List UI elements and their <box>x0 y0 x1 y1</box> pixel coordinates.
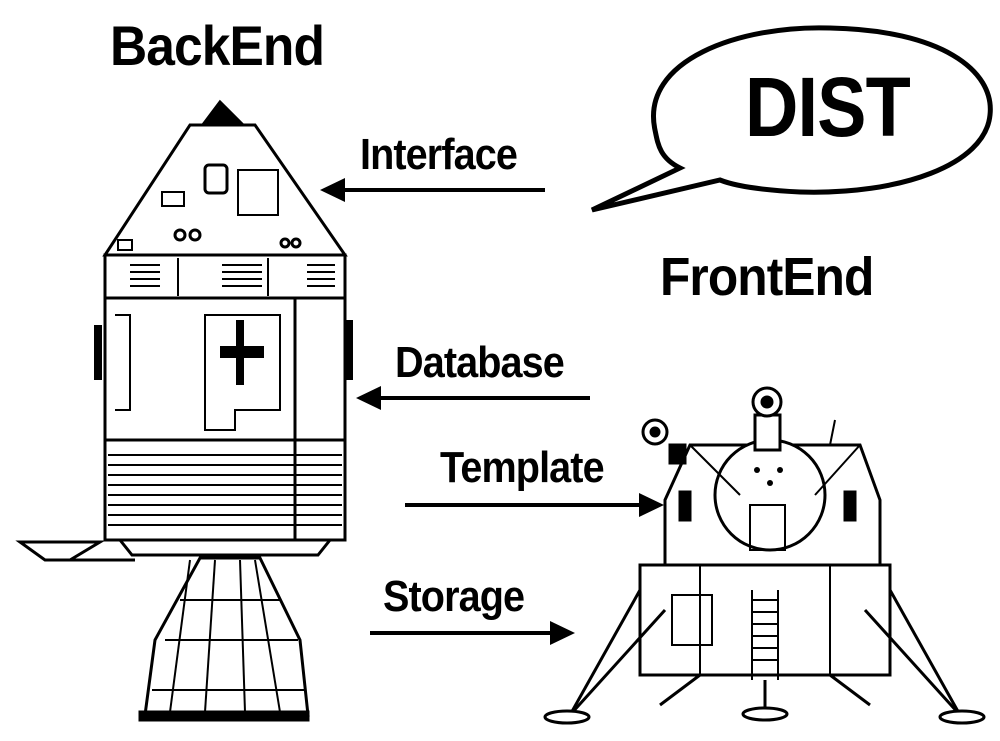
backend-title: BackEnd <box>110 14 325 77</box>
arrow-interface <box>320 178 545 202</box>
arrow-storage <box>370 621 575 645</box>
frontend-title: FrontEnd <box>660 247 874 307</box>
command-module-illustration <box>15 99 353 722</box>
speech-bubble-text: DIST <box>745 60 911 154</box>
arrow-database <box>356 386 590 410</box>
arrow-template <box>405 493 664 517</box>
lunar-module-illustration <box>543 386 986 725</box>
speech-bubble <box>590 25 993 213</box>
template-label: Template <box>440 443 605 492</box>
interface-label: Interface <box>360 130 518 179</box>
database-label: Database <box>395 338 565 387</box>
storage-label: Storage <box>383 572 525 621</box>
